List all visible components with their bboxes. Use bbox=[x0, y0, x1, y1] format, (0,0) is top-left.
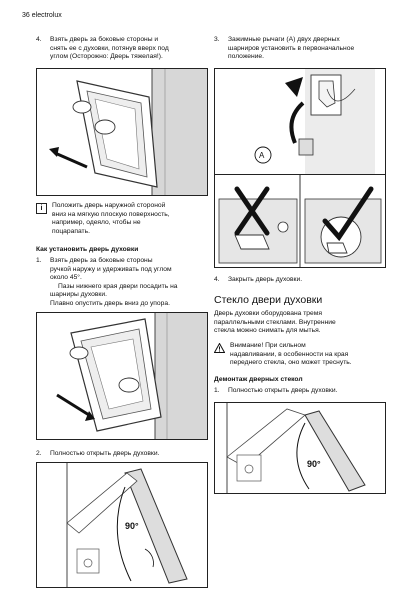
step-text-line: шарниры духовки. bbox=[50, 291, 107, 299]
figure-hinge-wrong-right bbox=[214, 174, 386, 268]
step-text-line: Плавно опустить дверь вниз до упора. bbox=[50, 299, 170, 307]
intro-text-line: стекла можно снимать для мытья. bbox=[214, 327, 321, 335]
warning-icon bbox=[214, 343, 225, 353]
dismount-heading: Демонтаж дверных стекол bbox=[214, 376, 303, 383]
open-door-right-illustration bbox=[226, 403, 366, 493]
figure-open-door-left: 90° bbox=[36, 462, 208, 588]
step-text-line: Закрыть дверь духовки. bbox=[228, 276, 303, 283]
step-text-line: шарниров установить в первоначальное bbox=[228, 44, 355, 52]
note-text-line: Положить дверь наружной стороной bbox=[52, 202, 166, 209]
wrong-x-icon bbox=[234, 186, 270, 236]
note-text-line: вниз на мягкую плоскую поверхность, bbox=[52, 210, 170, 218]
step-number: 3. bbox=[214, 36, 220, 43]
note-text-line: например, одеяло, чтобы не bbox=[52, 219, 141, 227]
step-text-line: около 45°. bbox=[50, 274, 82, 282]
step-number: 2. bbox=[36, 450, 42, 457]
warning-text-line: Внимание! При сильном bbox=[230, 342, 306, 349]
intro-text-line: Дверь духовки оборудована тремя bbox=[214, 310, 322, 317]
hinge-comparison-illustration bbox=[218, 175, 382, 267]
figure-hinge-lever: A bbox=[214, 68, 386, 176]
angle-label: 90° bbox=[307, 459, 321, 469]
remove-door-illustration bbox=[49, 69, 207, 195]
install-heading: Как установить дверь духовки bbox=[36, 246, 139, 253]
step-text-line: Полностью открыть дверь духовки. bbox=[228, 387, 338, 394]
step-number: 1. bbox=[36, 257, 42, 264]
page-number: 36 bbox=[22, 12, 30, 19]
step-text-line: Полностью открыть дверь духовки. bbox=[50, 450, 160, 457]
intro-text-line: параллельными стеклами. Внутренние bbox=[214, 318, 336, 326]
note-text-line: поцарапать. bbox=[52, 227, 90, 235]
glass-intro: Дверь духовки оборудована тремя параллел… bbox=[214, 310, 394, 336]
info-icon: i bbox=[36, 203, 47, 214]
warning-text-line: переднего стекла, оно может треснуть. bbox=[230, 359, 352, 367]
figure-install-door bbox=[36, 312, 208, 440]
lever-label-a: A bbox=[259, 151, 265, 160]
glass-heading: Стекло двери духовки bbox=[214, 294, 323, 306]
figure-open-door-right: 90° bbox=[214, 402, 386, 494]
step-number: 4. bbox=[36, 36, 42, 43]
step-text-line: Взять дверь за боковые стороны и bbox=[50, 36, 159, 43]
hinge-lever-illustration bbox=[254, 69, 375, 175]
page-header: 36 electrolux bbox=[22, 12, 62, 19]
correct-check-icon bbox=[322, 186, 374, 242]
step-text-line: углом (Осторожно: Дверь тяжелая!). bbox=[50, 53, 163, 61]
step-text-line: Взять дверь за боковые стороны bbox=[50, 257, 153, 264]
step-text-line: положение. bbox=[228, 53, 265, 61]
step-text-line: Пазы нижнего края двери посадить на bbox=[58, 282, 178, 290]
angle-label: 90° bbox=[125, 521, 139, 531]
warning-text-line: надавливании, в особенности на края bbox=[230, 350, 349, 358]
brand-name: electrolux bbox=[31, 12, 62, 19]
figure-remove-door bbox=[36, 68, 208, 196]
step-text-line: Зажимные рычаги (А) двух дверных bbox=[228, 36, 340, 43]
step-number: 4. bbox=[214, 276, 220, 283]
step-text-line: снять ее с духовки, потянув вверх под bbox=[50, 44, 169, 52]
install-door-illustration bbox=[56, 313, 207, 439]
step-number: 1. bbox=[214, 387, 220, 394]
step-text-line: ручкой наружу и удерживать под углом bbox=[50, 265, 172, 273]
open-door-illustration bbox=[57, 463, 188, 587]
